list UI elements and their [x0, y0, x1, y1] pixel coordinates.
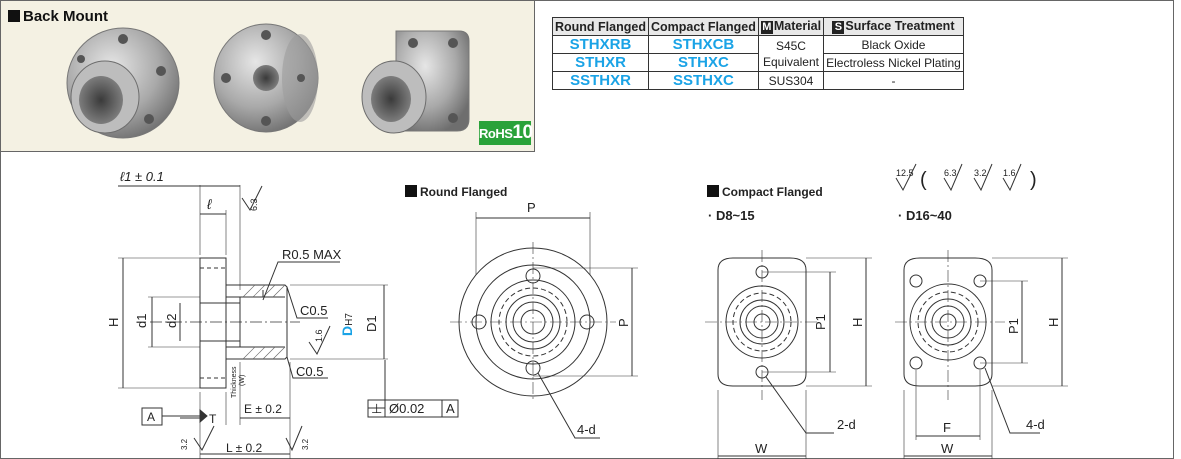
- label-r05: R0.5 MAX: [282, 247, 342, 262]
- round-title: Round Flanged: [420, 185, 507, 199]
- compact-sub-d8-15: · D8~15: [708, 208, 755, 223]
- label-d2: d2: [164, 314, 179, 328]
- rough-16: 1.6: [1003, 168, 1016, 178]
- datum-a: A: [147, 410, 155, 424]
- label-dh7-d: D: [339, 326, 355, 336]
- label-thickness: Thickness: [231, 366, 238, 398]
- label-d1: d1: [134, 314, 149, 328]
- compact-h-a: H: [850, 318, 865, 327]
- label-rough-32a: 3.2: [180, 438, 189, 450]
- table-row: SSTHXR SSTHXC SUS304 -: [552, 71, 964, 90]
- rohs-prefix: RoHS: [479, 126, 513, 141]
- material-cell: SUS304: [757, 71, 825, 90]
- label-e: E ± 0.2: [244, 402, 282, 416]
- compact-view-d8-15: [705, 185, 872, 459]
- surface-badge: S: [832, 21, 845, 34]
- surface-cell: -: [823, 71, 964, 90]
- compact-hole-a: 2-d: [837, 417, 856, 432]
- code-compact: STHXCB: [647, 35, 759, 54]
- label-c05a: C0.5: [300, 303, 327, 318]
- round-p-side: P: [616, 318, 631, 327]
- label-rough-32b: 3.2: [301, 438, 310, 450]
- label-dh7: DH7: [339, 313, 355, 336]
- round-hole: 4-d: [577, 422, 596, 437]
- perp-value: Ø0.02: [389, 401, 424, 416]
- code-round: SSTHXR: [552, 71, 649, 90]
- code-compact: SSTHXC: [647, 71, 759, 90]
- round-p-top: P: [527, 200, 536, 215]
- label-t: T: [209, 412, 217, 426]
- header-surface-text: Surface Treatment: [845, 19, 955, 33]
- surface-cell: Electroless Nickel Plating: [823, 53, 964, 72]
- label-d1-cap: D1: [364, 315, 379, 332]
- label-c05b: C0.5: [296, 364, 323, 379]
- product-photo-panel: Back Mount: [1, 1, 535, 152]
- material-line1: S45C: [775, 38, 806, 53]
- photo-round-flanged-back: [213, 23, 319, 133]
- compact-h-b: H: [1046, 318, 1061, 327]
- code-round: STHXRB: [552, 35, 649, 54]
- section-square-icon: [8, 10, 20, 22]
- label-rough-63: 6.3: [249, 198, 259, 211]
- photo-compact-flanged: [361, 30, 470, 134]
- section-title: Back Mount: [8, 8, 108, 25]
- label-l: ℓ: [206, 196, 212, 212]
- label-h: H: [106, 318, 121, 327]
- compact-p1-b: P1: [1006, 318, 1021, 334]
- rohs-number: 10: [512, 122, 533, 143]
- material-badge: M: [760, 21, 773, 34]
- header-material-text: Material: [773, 19, 822, 33]
- rough-open-paren: (: [920, 169, 927, 191]
- compact-w-b: W: [941, 441, 954, 456]
- round-front-view: [405, 185, 638, 439]
- photo-round-flanged: [66, 27, 180, 139]
- perp-symbol: ⊥: [371, 401, 382, 416]
- rough-125: 12.5: [896, 168, 914, 178]
- section-title-text: Back Mount: [23, 8, 109, 25]
- product-photos: [66, 23, 470, 139]
- compact-p1-a: P1: [813, 314, 828, 330]
- rough-close-paren: ): [1030, 169, 1037, 191]
- label-thickness-w: (W): [239, 375, 246, 386]
- label-rough-16: 1.6: [314, 329, 324, 342]
- header-compact: Compact Flanged: [647, 17, 759, 36]
- side-view: [118, 185, 459, 459]
- compact-w-a: W: [755, 441, 768, 456]
- table-row: STHXR STHXC Electroless Nickel Plating: [552, 53, 964, 72]
- label-dh7-h: H7: [344, 313, 355, 326]
- label-l1: ℓ1 ± 0.1: [120, 169, 164, 184]
- compact-sub-d16-40: · D16~40: [898, 208, 952, 223]
- compact-view-d16-40: [895, 250, 1068, 459]
- compact-title: Compact Flanged: [722, 185, 823, 199]
- compact-f-b: F: [943, 420, 951, 435]
- rough-63: 6.3: [944, 168, 957, 178]
- compact-hole-b: 4-d: [1026, 417, 1045, 432]
- header-round: Round Flanged: [552, 17, 649, 36]
- material-line2: Equivalent: [762, 54, 819, 69]
- rohs-badge: RoHS10: [479, 121, 533, 145]
- label-length: L ± 0.2: [226, 441, 262, 455]
- perp-ref: A: [446, 401, 455, 416]
- roughness-legend: [895, 163, 1022, 192]
- rough-32: 3.2: [974, 168, 987, 178]
